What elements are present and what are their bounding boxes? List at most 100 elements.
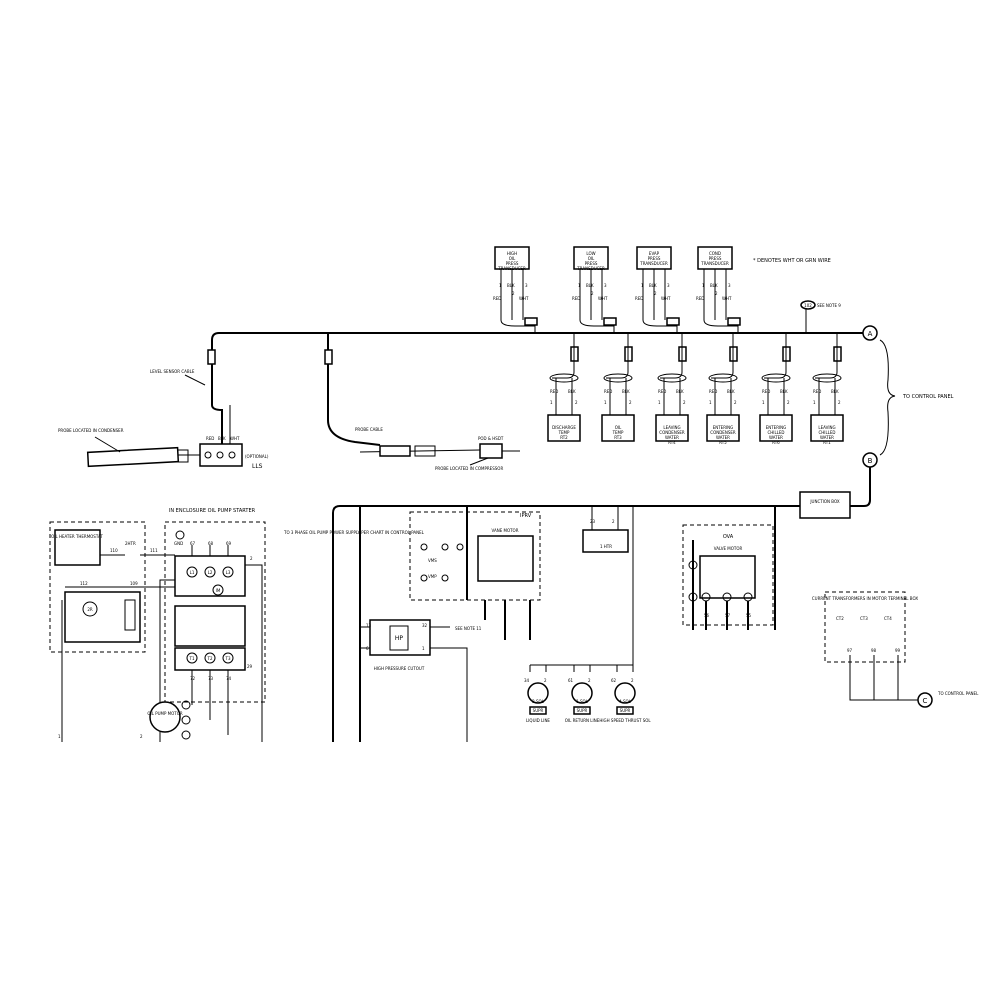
svg-text:CT4: CT4 [884,616,892,621]
connector-b-label: B [868,457,873,465]
transducer-label: PRESS [506,261,519,266]
svg-text:112: 112 [80,581,88,586]
svg-text:110: 110 [110,548,118,553]
terminal-number: 1 [813,400,816,405]
level-sensor-cable-label: LEVEL SENSOR CABLE [150,369,195,374]
svg-text:68: 68 [208,541,214,546]
transducer-label: HIGH [507,251,517,256]
solenoid-name: 4 SOL [619,699,632,704]
terminal-number: 2 [734,400,737,405]
wire-color: BLK [568,389,576,394]
supr-label: SUPR [577,708,588,713]
thermistor-label: WATER [769,435,783,440]
terminal-number: 2 [787,400,790,405]
to-control-panel-brace: TO CONTROL PANEL [879,339,954,456]
solenoid-name: 1 SOL [576,699,589,704]
solenoid-label: OIL RETURN LINE [565,718,600,723]
svg-text:BLK: BLK [218,436,226,441]
wire-color: RED [709,389,717,394]
wire-color: RED [696,296,704,301]
svg-text:98: 98 [871,648,877,653]
terminal-number: 1 [658,400,661,405]
transducer-label: TRANSDUCER [576,266,605,271]
probe-cable-label: PROBE CABLE [355,427,383,432]
thermistor-id: RT1 [823,440,831,445]
svg-text:OIL HEATER THERMOSTAT: OIL HEATER THERMOSTAT [51,534,103,539]
terminal-number: 3 [604,283,607,288]
thermistor-label: CONDENSER [710,430,736,435]
thermistor-label: TEMP [558,430,570,435]
oil-pump-starter-title: IN ENCLOSURE OIL PUMP STARTER [169,508,256,514]
wire-color: RED [658,389,666,394]
svg-text:72: 72 [190,676,196,681]
lls-label: LLS [252,463,263,470]
svg-text:23: 23 [590,519,596,524]
thermistor-label: CHILLED [767,430,784,435]
svg-text:2: 2 [250,556,253,561]
thermistor-id: RT4 [668,440,676,445]
transducer-label: TRANSDUCER [497,266,526,271]
svg-text:109: 109 [130,581,138,586]
thermistor-label: DISCHARGE [552,425,576,430]
svg-text:102: 102 [804,303,812,308]
thermistor-label: CONDENSER [659,430,685,435]
svg-text:T2: T2 [207,656,213,661]
svg-text:L2: L2 [208,570,213,575]
solenoid-name: 2 SOL [532,699,545,704]
wire-color: BLK [507,283,515,288]
svg-text:T3: T3 [225,656,231,661]
svg-text:69: 69 [226,541,232,546]
terminal-number: 2 [654,291,657,296]
terminal-number: 3 [525,283,528,288]
probe-cable-assembly: PROBE CABLE POD & HSDT PROBE LOCATED IN … [324,333,520,471]
lls-box [199,443,243,467]
svg-text:32: 32 [422,623,428,628]
transducer-label: EVAP [649,251,660,256]
transducer-label: PRESS [709,256,722,261]
thermistor-label: LEAVING [818,425,835,430]
svg-text:IM: IM [216,588,221,593]
thermistor-label: ENTERING [713,425,734,430]
svg-text:L3: L3 [226,570,231,575]
wire-color: RED [762,389,770,394]
solenoid-wire: 2 [588,678,591,683]
supr-label: SUPR [620,708,631,713]
svg-text:13: 13 [366,623,372,628]
terminal-number: 1 [709,400,712,405]
svg-text:111: 111 [150,548,158,553]
svg-text:L1: L1 [190,570,195,575]
terminal-number: 1 [641,283,644,288]
svg-text:CT3: CT3 [860,616,868,621]
main-bus-a: A [211,325,878,382]
iprv-vane-motor: IPRV VANE MOTOR VMS VMP [359,506,541,742]
to-control-panel-label: TO CONTROL PANEL [902,394,954,400]
svg-text:VALVE MOTOR: VALVE MOTOR [714,546,743,551]
oil-pump-starter: IN ENCLOSURE OIL PUMP STARTER TO 3 PHASE… [159,508,425,742]
svg-text:OVA: OVA [723,534,734,540]
transducer-label: TRANSDUCER [639,261,668,266]
terminal-number: 1 [762,400,765,405]
terminal-number: 2 [629,400,632,405]
main-bus-b: B [332,452,878,742]
svg-text:67: 67 [190,541,196,546]
supr-label: SUPR [533,708,544,713]
oil-pump-power-note: TO 3 PHASE OIL PUMP POWER SUPPLY PER CHA… [283,530,425,535]
high-pressure-cutout: HP HIGH PRESSURE CUTOUT SEE NOTE 11 13 3… [360,619,482,742]
thermistor-label: TEMP [612,430,624,435]
terminal-number: 1 [702,283,705,288]
wire-color: BLK [676,389,684,394]
wire-color: RED [813,389,821,394]
svg-text:2: 2 [612,519,615,524]
terminal-number: 2 [575,400,578,405]
terminal-number: 3 [667,283,670,288]
wire-color: BLK [727,389,735,394]
svg-text:T1: T1 [189,656,195,661]
wire-color: WHT [519,296,529,301]
